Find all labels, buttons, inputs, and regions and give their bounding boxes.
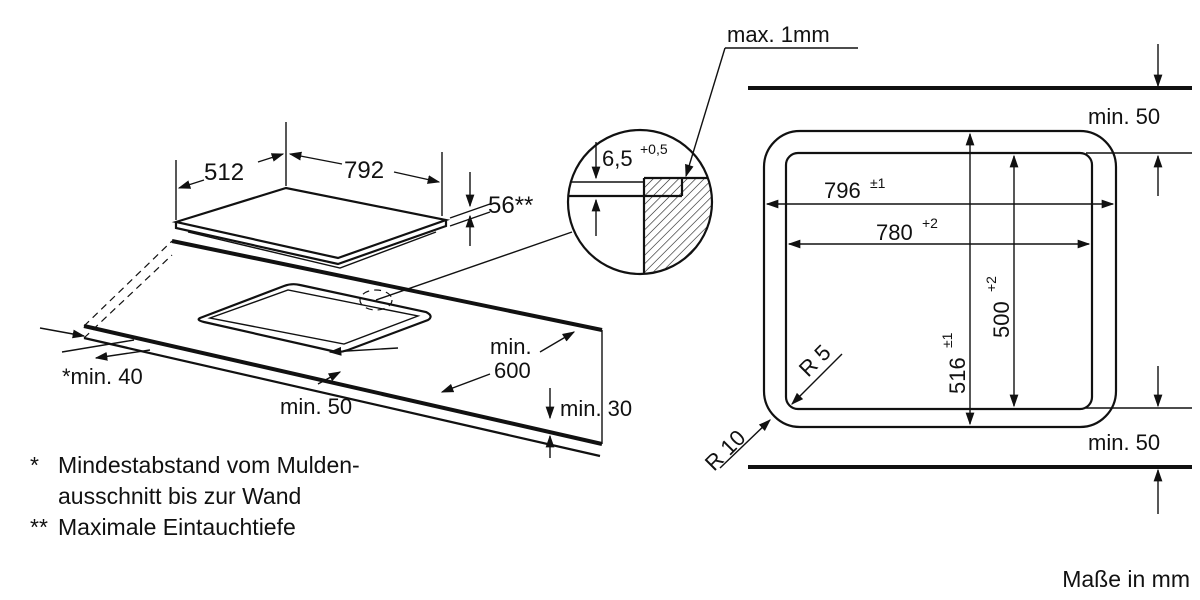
dimension-wall-clearance: *min. 40 <box>39 327 151 389</box>
isometric-view: 792 512 56** *min. 40 min. 50 <box>39 122 632 458</box>
countertop-cutout <box>197 231 573 353</box>
outer-frame <box>762 129 1118 429</box>
outer-width-tol: ±1 <box>870 175 886 191</box>
top-clearance-label: min. 50 <box>1088 104 1160 129</box>
footnotes: * Mindestabstand vom Mulden- ausschnitt … <box>30 450 360 543</box>
wall-clearance-label: *min. 40 <box>62 364 143 389</box>
footnote-1-mark: * <box>30 452 39 478</box>
outer-width-label: 796 <box>824 178 861 203</box>
footnote-1-text-line1: Mindestabstand vom Mulden- <box>58 452 360 478</box>
dimension-width: 792 <box>285 122 443 216</box>
inner-width-tol: +2 <box>922 215 938 231</box>
outer-height-label: 516 <box>945 357 970 394</box>
footnote-1-text-line2: ausschnitt bis zur Wand <box>58 483 302 509</box>
depth-clearance-value: 600 <box>494 358 531 383</box>
recess-label: 6,5 <box>602 146 633 171</box>
front-clearance-label: min. 50 <box>280 394 352 419</box>
depth-label: 512 <box>204 159 244 186</box>
dimension-thickness: min. 30 <box>545 388 632 458</box>
depth-clearance-min: min. <box>490 334 532 359</box>
footnote-2-text-line1: Maximale Eintauchtiefe <box>58 514 296 540</box>
hob-plate <box>171 186 451 269</box>
inner-height-tol: +2 <box>983 276 999 292</box>
width-label: 792 <box>344 157 384 184</box>
footnote-1: * Mindestabstand vom Mulden- ausschnitt … <box>30 450 360 512</box>
dimension-depth: 512 <box>175 153 285 220</box>
immersion-label: 56** <box>488 192 533 219</box>
bottom-clearance-label: min. 50 <box>1088 430 1160 455</box>
inner-width-label: 780 <box>876 220 913 245</box>
thickness-label: min. 30 <box>560 396 632 421</box>
outer-height-tol: ±1 <box>939 332 955 348</box>
dimension-immersion: 56** <box>449 172 533 246</box>
gap-label: max. 1mm <box>727 22 830 47</box>
dimension-front-clearance: min. 50 <box>280 346 399 419</box>
inner-frame <box>784 151 1094 411</box>
footnote-2: ** Maximale Eintauchtiefe <box>30 512 360 543</box>
outer-radius-label: R 10 <box>700 425 751 476</box>
inner-radius-label: R 5 <box>794 340 836 382</box>
countertop <box>83 239 603 458</box>
units-label: Maße in mm <box>1062 566 1190 592</box>
cutout-plan: 796 ±1 780 +2 516 ±1 500 +2 R 5 R 10 min… <box>700 44 1192 514</box>
recess-tolerance: +0,5 <box>640 141 668 157</box>
dimension-depth-clearance: min. 600 <box>440 331 576 393</box>
inner-height-label: 500 <box>989 301 1014 338</box>
detail-view: 6,5 +0,5 max. 1mm <box>566 22 858 276</box>
footnote-2-mark: ** <box>30 514 48 540</box>
